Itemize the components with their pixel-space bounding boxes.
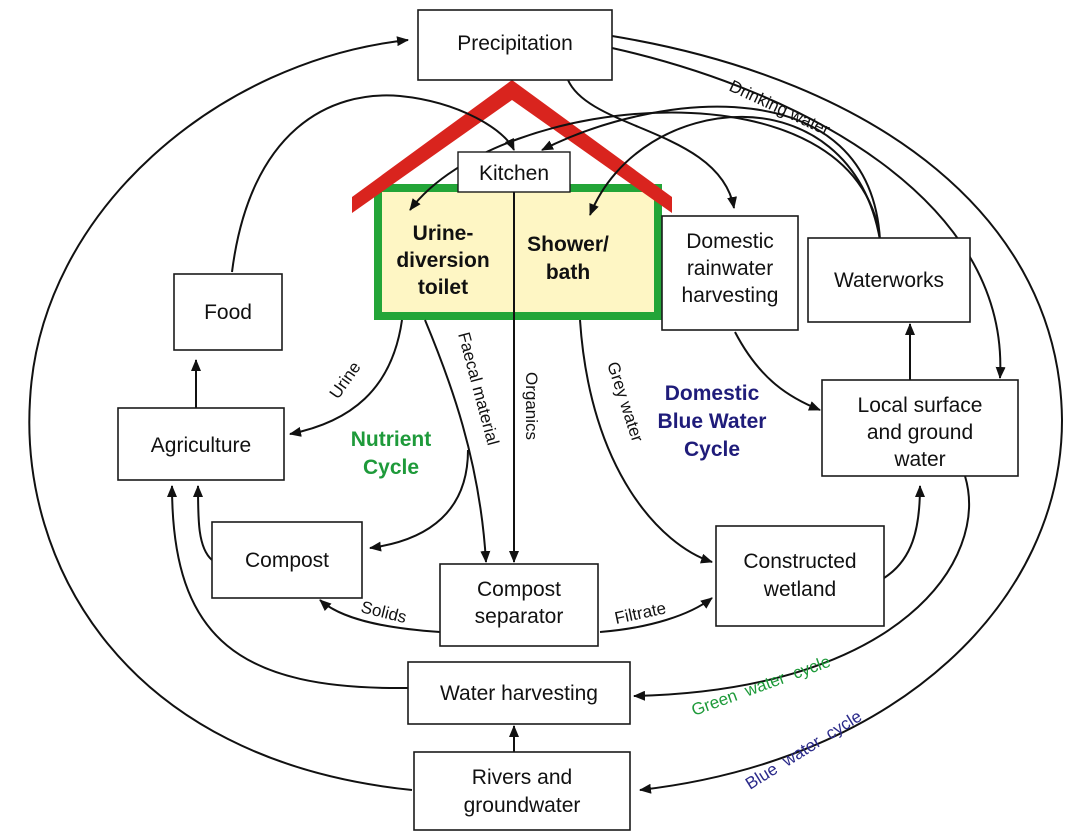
waterworks-box — [807, 237, 971, 323]
local-water-label-line1: Local surface — [858, 394, 983, 417]
arrow-harvesting-to-agriculture — [167, 485, 409, 690]
arrow-precipitation-to-local — [611, 47, 1006, 379]
blue-domestic-cycle-line1: Domestic — [665, 382, 760, 405]
arrow-separator-filtrate — [599, 597, 713, 633]
separator-label-line2: separator — [475, 605, 564, 628]
rivers-box — [413, 751, 631, 831]
faecal-label: Faecal material — [454, 330, 502, 447]
wetland-label-line2: wetland — [763, 578, 836, 601]
wetland-box — [715, 525, 885, 627]
grey-water-label: Grey water — [603, 359, 647, 444]
nutrient-cycle-line1: Nutrient — [351, 428, 432, 451]
water-harvesting-label: Water harvesting — [440, 682, 598, 705]
arrow-waterworks-to-shower — [589, 116, 881, 241]
nutrient-cycle-line2: Cycle — [363, 456, 419, 479]
arrow-separator-solids — [319, 599, 441, 633]
arrow-toilet-urine — [289, 319, 403, 437]
green-water-cycle-label: Green water cycle — [689, 652, 833, 720]
toilet-label-line1: Urine- — [413, 222, 474, 245]
arrow-local-to-harvesting — [633, 475, 970, 701]
arrow-precipitation-to-rivers — [611, 35, 1064, 794]
solids-label: Solids — [359, 597, 409, 627]
kitchen-label: Kitchen — [479, 162, 549, 185]
arrow-rivers-to-precipitation — [28, 36, 413, 791]
rivers-label-line1: Rivers and — [472, 766, 572, 789]
rainwater-box — [661, 215, 799, 331]
toilet-label-line2: diversion — [396, 249, 489, 272]
rivers-label-line2: groundwater — [464, 794, 581, 817]
separator-label-line1: Compost — [477, 578, 561, 601]
shower-label-line2: bath — [546, 261, 590, 284]
precipitation-box — [417, 9, 613, 81]
shower-label-line1: Shower/ — [527, 233, 609, 256]
separator-box — [439, 563, 599, 647]
arrow-rainwater-to-local — [734, 331, 821, 411]
blue-water-cycle-label: Blue water cycle — [742, 707, 865, 794]
filtrate-label: Filtrate — [613, 599, 668, 628]
organics-label: Organics — [522, 372, 541, 440]
house-body — [374, 184, 662, 320]
blue-domestic-cycle-line2: Blue Water — [658, 410, 767, 433]
compost-label: Compost — [245, 549, 329, 572]
arrow-faecal-to-compost — [369, 449, 469, 552]
node-labels: Precipitation Kitchen Urine- diversion t… — [151, 32, 983, 817]
rainwater-label-line1: Domestic — [686, 230, 774, 253]
kitchen-box — [457, 151, 571, 193]
arrow-compost-to-agriculture — [193, 485, 213, 561]
agriculture-box — [117, 407, 285, 481]
toilet-label-line3: toilet — [418, 276, 468, 299]
blue-domestic-cycle-line3: Cycle — [684, 438, 740, 461]
food-label: Food — [204, 301, 252, 324]
local-water-label-line3: water — [893, 448, 945, 471]
node-boxes — [117, 9, 1019, 831]
urine-label: Urine — [326, 358, 365, 402]
agriculture-label: Agriculture — [151, 434, 251, 457]
waterworks-label: Waterworks — [834, 269, 944, 292]
arrow-shower-greywater — [579, 319, 713, 564]
arrow-toilet-faecal — [424, 319, 491, 563]
arrow-wetland-to-local — [883, 485, 925, 579]
local-water-label-line2: and ground — [867, 421, 973, 444]
water-harvesting-box — [407, 661, 631, 725]
arrow-precipitation-to-rainwater — [567, 79, 737, 209]
compost-box — [211, 521, 363, 599]
house — [352, 80, 672, 320]
arrow-food-to-kitchen — [231, 94, 515, 273]
wetland-label-line1: Constructed — [743, 550, 856, 573]
precipitation-label: Precipitation — [457, 32, 573, 55]
local-water-box — [821, 379, 1019, 477]
rainwater-label-line2: rainwater — [687, 257, 773, 280]
rainwater-label-line3: harvesting — [682, 284, 779, 307]
food-box — [173, 273, 283, 351]
arrow-waterworks-to-kitchen — [541, 105, 881, 241]
